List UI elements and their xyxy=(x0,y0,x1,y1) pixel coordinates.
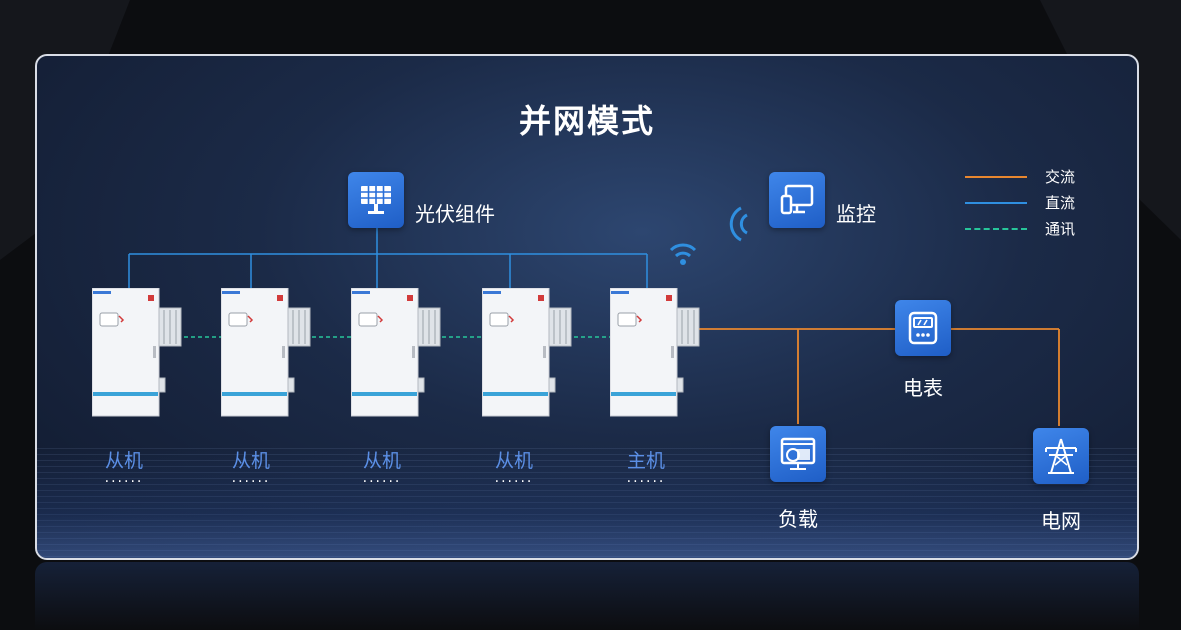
meter-node[interactable] xyxy=(895,300,951,356)
power-tower-icon xyxy=(1045,438,1077,474)
unit-dots-2: ...... xyxy=(231,470,271,486)
grid-label: 电网 xyxy=(1041,509,1081,533)
unit-dots-1: ...... xyxy=(104,470,144,486)
unit-dots-5: ...... xyxy=(626,470,666,486)
load-node[interactable] xyxy=(770,426,826,482)
connection-lines xyxy=(128,228,1060,426)
monitor-node[interactable] xyxy=(769,172,825,228)
unit-dots-3: ...... xyxy=(362,470,402,486)
cabinet-unit-3 xyxy=(350,287,443,418)
legend-dc: 直流 xyxy=(965,192,1075,213)
unit-label-5: 主机 xyxy=(626,450,665,472)
legend-dc-line xyxy=(965,201,1027,204)
grid-node[interactable] xyxy=(1033,428,1089,484)
unit-label-3: 从机 xyxy=(362,450,401,472)
pv-label: 光伏组件 xyxy=(415,202,495,226)
unit-label-2: 从机 xyxy=(231,450,270,472)
load-label: 负载 xyxy=(778,507,818,531)
cabinet-unit-4 xyxy=(481,287,574,418)
meter-icon xyxy=(908,311,938,345)
legend-ac-line xyxy=(965,175,1027,178)
solar-panel-icon xyxy=(361,186,391,214)
legend-comm-label: 通讯 xyxy=(1045,220,1076,238)
unit-label-4: 从机 xyxy=(494,450,533,472)
unit-label-1: 从机 xyxy=(104,450,143,472)
wifi-signal-icon xyxy=(729,206,748,242)
legend-ac: 交流 xyxy=(965,166,1075,187)
meter-label: 电表 xyxy=(903,376,943,400)
floor-lines xyxy=(37,448,1137,558)
wifi-icon xyxy=(669,243,697,265)
legend-comm: 通讯 xyxy=(965,218,1075,239)
legend-ac-label: 交流 xyxy=(1045,168,1076,186)
diagram-panel: 并网模式 光伏组件 xyxy=(35,54,1139,560)
diagram-title: 并网模式 xyxy=(518,102,655,140)
pv-node[interactable] xyxy=(348,172,404,228)
unit-dots-4: ...... xyxy=(494,470,534,486)
cabinet-unit-1 xyxy=(91,287,184,418)
monitor-phone-icon xyxy=(780,184,814,215)
monitor-label: 监控 xyxy=(836,202,876,226)
legend-dc-label: 直流 xyxy=(1045,194,1076,212)
panel-reflection xyxy=(35,562,1139,630)
cabinet-unit-5 xyxy=(609,287,702,418)
load-screen-icon xyxy=(780,437,816,470)
legend-comm-line xyxy=(965,227,1027,230)
cabinet-unit-2 xyxy=(220,287,313,418)
